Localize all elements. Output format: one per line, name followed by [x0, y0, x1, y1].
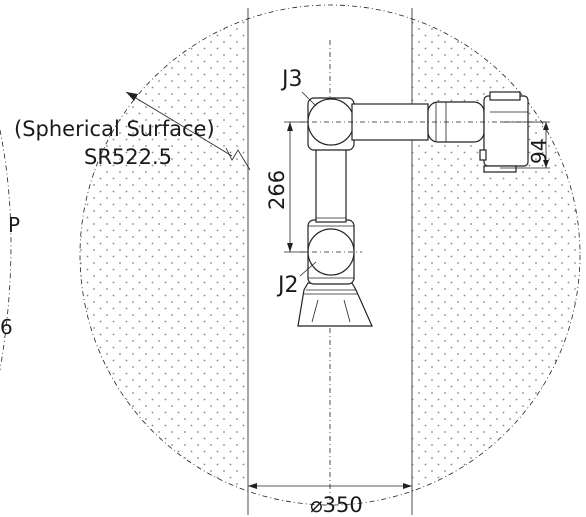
- dim-94-arrow-top: [543, 122, 549, 130]
- radius-leader-line: [125, 91, 233, 157]
- dim-350-arrow-left: [248, 483, 257, 489]
- dim-94-arrow-bottom: [543, 160, 549, 168]
- dim-266-arrow-bottom: [287, 243, 293, 252]
- wrist-flange: [483, 165, 517, 173]
- joint-j3-leader: [301, 91, 317, 107]
- robot-base-detail-left: [311, 299, 319, 323]
- wrist-housing: [483, 95, 529, 167]
- radius-leader-arrow: [126, 92, 138, 101]
- dim-350-arrow-right: [403, 483, 412, 489]
- surface-note-label: (Spherical Surface): [14, 117, 215, 141]
- lower-arm-link: [315, 145, 347, 223]
- dim-350-label: ⌀350: [310, 493, 363, 517]
- surface-radius-label: SR522.5: [84, 145, 172, 169]
- robot-base: [297, 282, 373, 327]
- dim-94-label: 94: [527, 139, 551, 164]
- left-fragment-letter: P: [8, 213, 20, 237]
- dim-266-arrow-top: [287, 122, 293, 131]
- left-fragment-arc: [0, 129, 12, 371]
- joint-j2-leader: [299, 261, 317, 277]
- workspace-left-lune: [80, 18, 248, 492]
- robot-arm: [297, 91, 529, 327]
- wrist-cap: [489, 91, 521, 101]
- dim-266-label: 266: [265, 170, 289, 210]
- robot-base-detail-right: [343, 299, 351, 323]
- left-fragment-digit: 6: [0, 315, 13, 339]
- radius-break-mark: [225, 147, 251, 171]
- wrist-side-nub: [479, 149, 487, 161]
- joint-j3-label: J3: [280, 67, 303, 92]
- joint-j2-label: J2: [276, 273, 299, 298]
- workspace-boundary-circle: [79, 4, 581, 506]
